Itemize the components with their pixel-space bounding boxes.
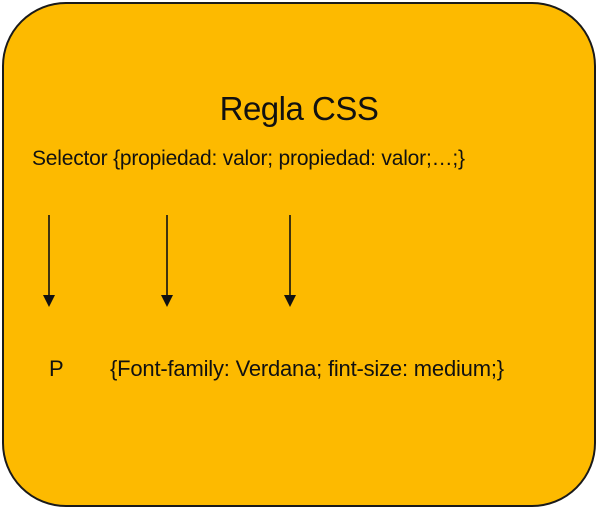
css-rule-card: Regla CSS Selector {propiedad: valor; pr… — [2, 2, 596, 507]
diagram-title: Regla CSS — [219, 90, 379, 127]
down-arrow-icon — [161, 215, 173, 307]
rule-syntax: Selector {propiedad: valor; propiedad: v… — [32, 147, 465, 170]
example-declarations: {Font-family: Verdana; fint-size: medium… — [110, 356, 504, 381]
example-selector: P — [49, 356, 64, 381]
down-arrow-icon — [284, 215, 296, 307]
down-arrow-icon — [43, 215, 55, 307]
